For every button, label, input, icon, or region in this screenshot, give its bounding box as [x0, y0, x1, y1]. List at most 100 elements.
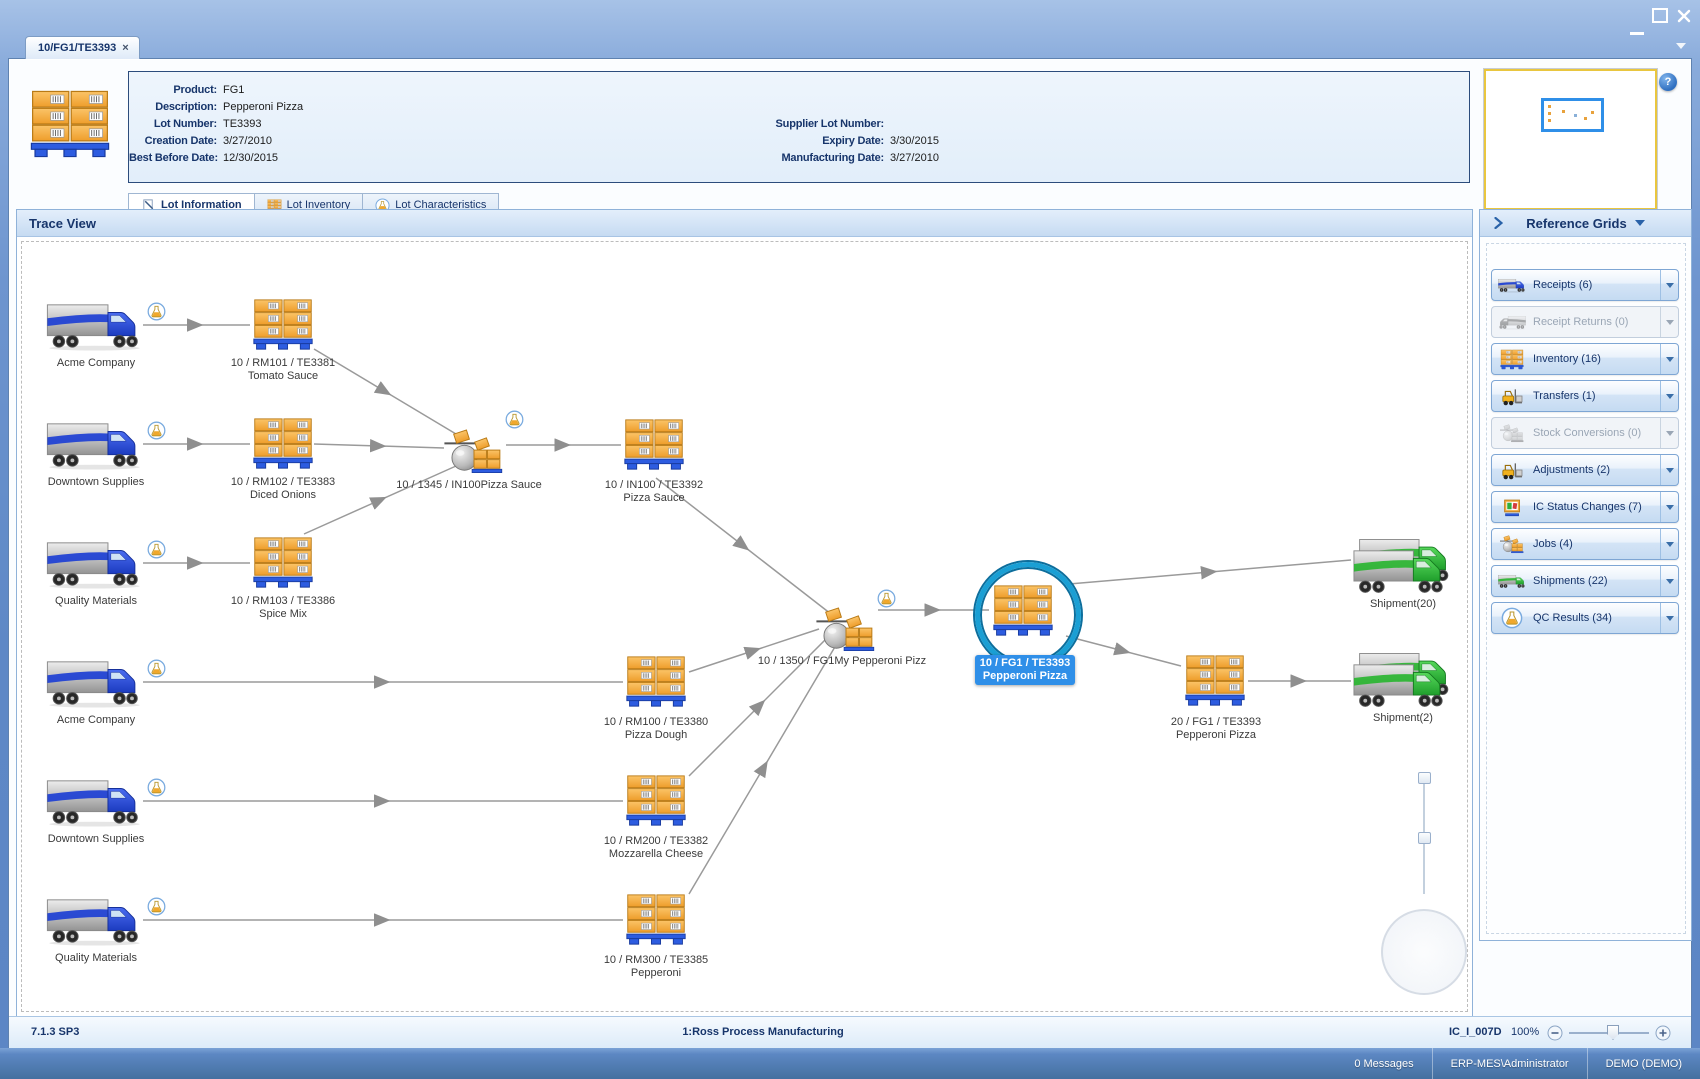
- qc-badge-icon[interactable]: [147, 659, 166, 678]
- job-node-pizza-sauce[interactable]: [444, 429, 504, 475]
- field-label: Expiry Date:: [822, 135, 884, 147]
- tab-close-icon[interactable]: ×: [122, 42, 129, 54]
- refgrid-stock-conversions-button[interactable]: Stock Conversions (0): [1491, 417, 1679, 449]
- dropdown-arrow-icon[interactable]: [1660, 455, 1678, 485]
- help-icon[interactable]: ?: [1659, 73, 1677, 91]
- pallet-icon: [992, 584, 1054, 637]
- trace-canvas[interactable]: Acme Company Downtown Supplies Quality M…: [17, 237, 1472, 1016]
- supplier-node-1[interactable]: [46, 301, 143, 351]
- truck-icon: [46, 539, 143, 589]
- field-label: Manufacturing Date:: [781, 152, 884, 164]
- field-label: Creation Date:: [144, 135, 218, 147]
- refgrid-receipt-returns-button[interactable]: Receipt Returns (0): [1491, 306, 1679, 338]
- field-label: Lot Number:: [153, 118, 217, 130]
- messages-indicator[interactable]: 0 Messages: [1354, 1057, 1414, 1070]
- zoom-slider-thumb[interactable]: [1607, 1025, 1619, 1040]
- lot-node-rm101[interactable]: [252, 298, 314, 351]
- shipment-node-20[interactable]: [1353, 534, 1453, 596]
- field-value: FG1: [223, 84, 245, 96]
- pallet-icon: [625, 774, 687, 827]
- supplier-node-4[interactable]: [46, 658, 143, 708]
- document-tab[interactable]: 10/FG1/TE3393 ×: [25, 36, 140, 59]
- field-label: Supplier Lot Number:: [775, 118, 885, 130]
- trace-view-panel: Trace View: [16, 209, 1473, 1017]
- tab-label: Lot Inventory: [286, 199, 351, 211]
- green-truck-icon: [1497, 569, 1527, 593]
- dropdown-arrow-icon[interactable]: [1660, 566, 1678, 596]
- trace-overview-minimap[interactable]: [1484, 69, 1657, 210]
- dropdown-arrow-icon[interactable]: [1660, 307, 1678, 337]
- pallet-icon: [625, 655, 687, 708]
- lot-node-rm300[interactable]: [625, 893, 687, 946]
- qc-badge-icon[interactable]: [147, 302, 166, 321]
- tab-label: Lot Information: [161, 199, 242, 211]
- lot-node-rm103[interactable]: [252, 536, 314, 589]
- qc-badge-icon[interactable]: [147, 778, 166, 797]
- mixer-icon: [1497, 421, 1527, 445]
- lot-node-selected[interactable]: [992, 584, 1054, 637]
- qc-badge-icon[interactable]: [877, 589, 896, 608]
- dropdown-arrow-icon[interactable]: [1660, 381, 1678, 411]
- dropdown-arrow-icon[interactable]: [1660, 270, 1678, 300]
- supplier-node-6[interactable]: [46, 896, 143, 946]
- pan-control[interactable]: [1381, 909, 1467, 995]
- maximize-button[interactable]: [1652, 8, 1668, 23]
- supplier-node-2[interactable]: [46, 420, 143, 470]
- close-button[interactable]: [1676, 8, 1692, 24]
- lot-node-rm100[interactable]: [625, 655, 687, 708]
- qc-badge-icon[interactable]: [505, 410, 524, 429]
- app-frame: Product: FG1 Description: Pepperoni Pizz…: [8, 58, 1692, 1050]
- dropdown-arrow-icon[interactable]: [1660, 603, 1678, 633]
- supplier-label: Quality Materials: [55, 595, 137, 607]
- shipment-label: Shipment(20): [1369, 598, 1437, 610]
- forklift-icon: [1497, 384, 1527, 408]
- job-node-pepperoni-pizza[interactable]: [816, 607, 876, 653]
- window-menu-caret-icon[interactable]: [1676, 43, 1686, 49]
- lot-node-in100[interactable]: [623, 418, 685, 471]
- reference-grids-panel: Reference Grids Receipts (6) Receipt Ret…: [1479, 209, 1692, 941]
- document-tab-label: 10/FG1/TE3393: [38, 42, 117, 54]
- zoom-in-icon[interactable]: [1655, 1025, 1671, 1041]
- refgrid-shipments-button[interactable]: Shipments (22): [1491, 565, 1679, 597]
- refgrid-receipts-button[interactable]: Receipts (6): [1491, 269, 1679, 301]
- truck-icon: [46, 896, 143, 946]
- application-name: 1:Ross Process Manufacturing: [682, 1026, 844, 1038]
- panel-caret-icon[interactable]: [1634, 220, 1645, 226]
- zoom-out-icon[interactable]: [1547, 1025, 1563, 1041]
- canvas-zoom-knob-icon[interactable]: [1418, 772, 1431, 784]
- truck-icon: [46, 777, 143, 827]
- lot-node-fg20[interactable]: [1184, 654, 1246, 707]
- minimize-button[interactable]: [1630, 14, 1644, 35]
- field-value: 3/30/2015: [890, 135, 939, 147]
- trace-view-header: Trace View: [17, 210, 1472, 237]
- minimap-viewport[interactable]: [1541, 98, 1604, 132]
- qc-badge-icon[interactable]: [147, 897, 166, 916]
- refgrid-inventory-button[interactable]: Inventory (16): [1491, 343, 1679, 375]
- field-label: Description:: [155, 101, 217, 113]
- dropdown-arrow-icon[interactable]: [1660, 344, 1678, 374]
- dropdown-arrow-icon[interactable]: [1660, 492, 1678, 522]
- supplier-label: Acme Company: [56, 357, 136, 369]
- mixer-job-icon: [444, 429, 504, 475]
- canvas-zoom-thumb[interactable]: [1418, 832, 1431, 844]
- shipment-node-2[interactable]: [1353, 648, 1453, 710]
- lot-node-rm102[interactable]: [252, 417, 314, 470]
- dropdown-arrow-icon[interactable]: [1660, 529, 1678, 559]
- refgrid-qc-results-button[interactable]: QC Results (34): [1491, 602, 1679, 634]
- lot-node-rm200[interactable]: [625, 774, 687, 827]
- refgrid-transfers-button[interactable]: Transfers (1): [1491, 380, 1679, 412]
- refgrid-ic-status-changes-button[interactable]: IC Status Changes (7): [1491, 491, 1679, 523]
- refgrid-adjustments-button[interactable]: Adjustments (2): [1491, 454, 1679, 486]
- supplier-node-3[interactable]: [46, 539, 143, 589]
- supplier-node-5[interactable]: [46, 777, 143, 827]
- shipment-label: Shipment(2): [1373, 712, 1433, 724]
- qc-badge-icon[interactable]: [147, 421, 166, 440]
- reference-grids-header[interactable]: Reference Grids: [1480, 210, 1691, 237]
- refgrid-jobs-button[interactable]: Jobs (4): [1491, 528, 1679, 560]
- status-bar: 7.1.3 SP3 1:Ross Process Manufacturing I…: [9, 1016, 1691, 1049]
- qc-badge-icon[interactable]: [147, 540, 166, 559]
- dropdown-arrow-icon[interactable]: [1660, 418, 1678, 448]
